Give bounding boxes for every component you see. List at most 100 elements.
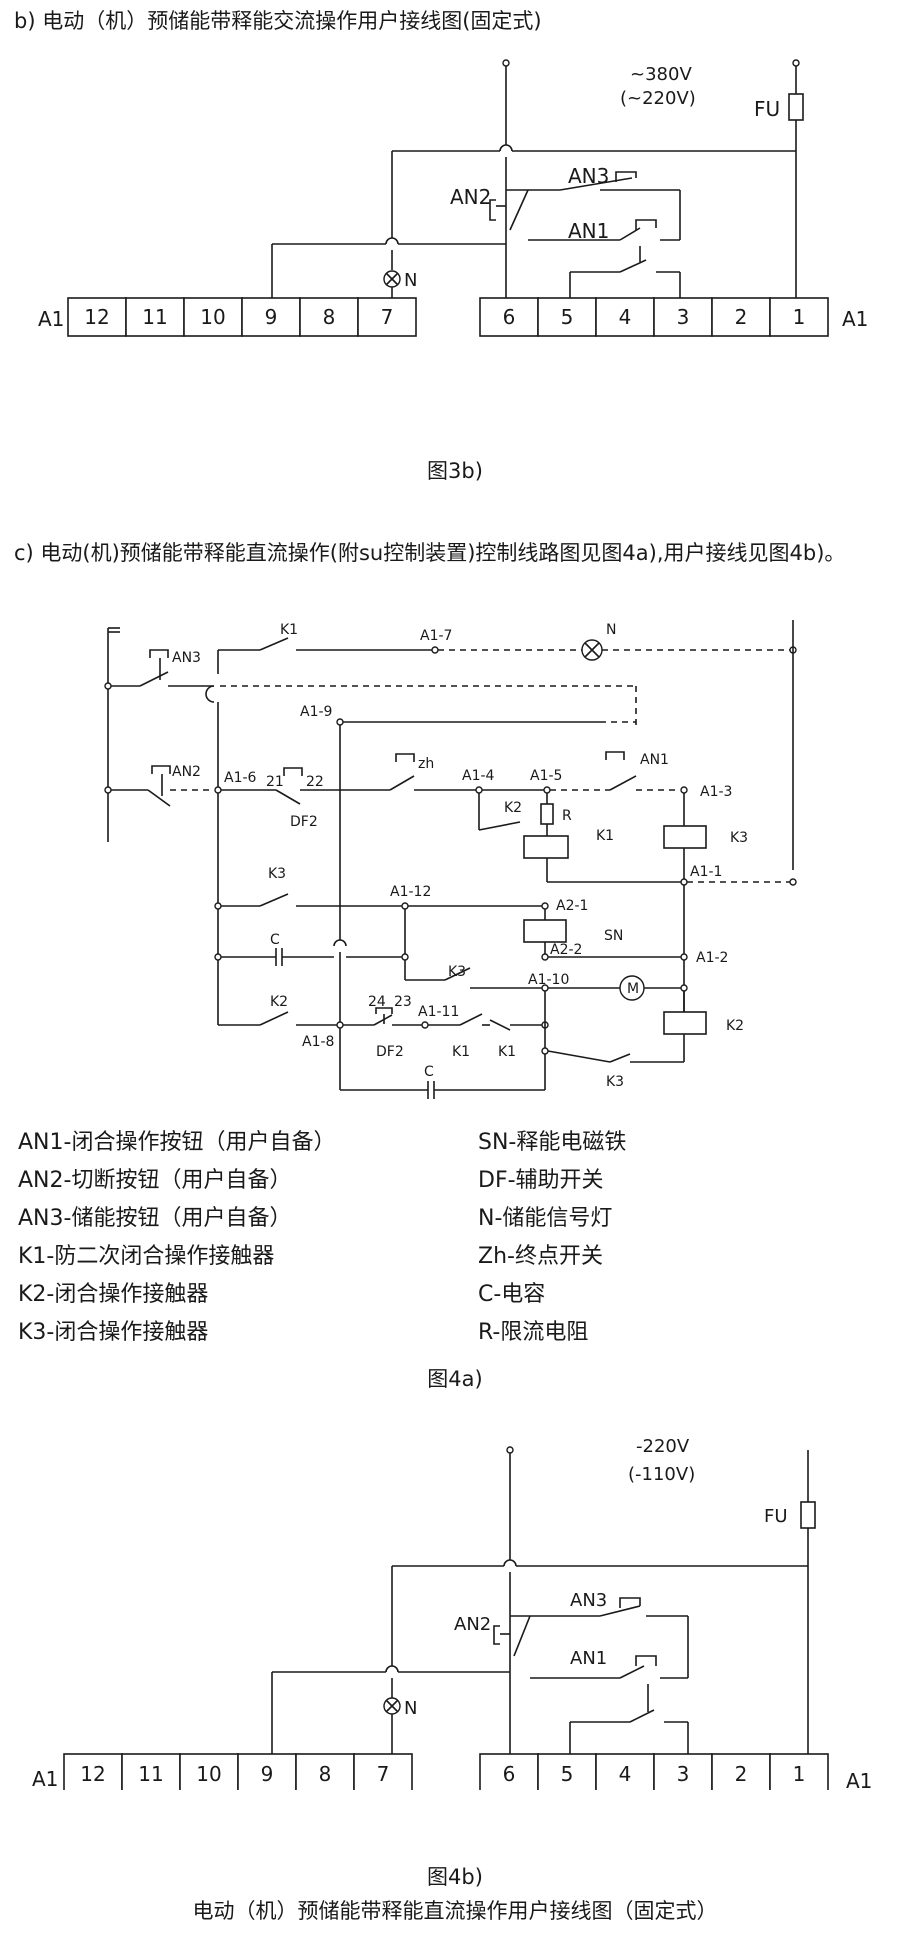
resistor-r bbox=[540, 803, 554, 825]
terminal-cell: 7 bbox=[377, 1762, 390, 1786]
voltage-label-alt: (-110V) bbox=[628, 1464, 695, 1485]
k3-contact-label: K3 bbox=[268, 866, 286, 882]
k1-coil-label: K1 bbox=[596, 828, 614, 844]
terminal-cell: 9 bbox=[265, 305, 278, 329]
legend-item: AN2-切断按钮（用户自备） bbox=[18, 1168, 292, 1193]
legend-item: C-电容 bbox=[478, 1282, 546, 1307]
k2-contact-row-label: K2 bbox=[270, 994, 288, 1010]
terminal-cell: 6 bbox=[503, 1762, 516, 1786]
an2-label: AN2 bbox=[450, 185, 491, 209]
k1-label: K1 bbox=[280, 622, 298, 638]
terminal-cell: 12 bbox=[84, 305, 109, 329]
a1-8-label: A1-8 bbox=[302, 1034, 334, 1050]
an3-label: AN3 bbox=[568, 164, 609, 188]
zh-label: zh bbox=[418, 756, 434, 772]
section-b-heading: b) 电动（机）预储能带释能交流操作用户接线图(固定式) bbox=[14, 9, 542, 33]
terminal-prefix: A1 bbox=[32, 1767, 58, 1790]
wiring-diagram-3b: ~380V (~220V) FU N AN2 AN3 AN1 A1 bbox=[38, 59, 868, 337]
terminal-block-left: 12 11 10 9 8 7 bbox=[67, 297, 417, 337]
legend-item: N-储能信号灯 bbox=[478, 1206, 613, 1231]
terminal-cell: 3 bbox=[677, 1762, 690, 1786]
terminal-cell: 4 bbox=[619, 1762, 632, 1786]
a1-7-label: A1-7 bbox=[420, 628, 452, 644]
fuse-fu bbox=[800, 1501, 816, 1529]
terminal-cell: 5 bbox=[561, 1762, 574, 1786]
terminal-cell: 8 bbox=[323, 305, 336, 329]
an3-label: AN3 bbox=[172, 650, 201, 666]
figure-3b-caption: 图3b) bbox=[427, 459, 483, 483]
k3-bottom-label: K3 bbox=[606, 1074, 624, 1090]
k2-coil-label: K2 bbox=[726, 1018, 744, 1034]
terminal-cell: 10 bbox=[196, 1762, 221, 1786]
an2-label: AN2 bbox=[172, 764, 201, 780]
terminal-cell: 7 bbox=[381, 305, 394, 329]
fuse-label: FU bbox=[764, 1506, 788, 1527]
terminal-point bbox=[502, 59, 510, 67]
lamp-label: N bbox=[606, 622, 616, 638]
motor-label: M bbox=[627, 981, 639, 997]
release-coil-sn bbox=[523, 919, 567, 943]
figure-4b-subcaption: 电动（机）预储能带释能直流操作用户接线图（固定式） bbox=[192, 1899, 718, 1923]
figure-4b-caption: 图4b) bbox=[427, 1865, 483, 1889]
df2-terminal-24: 24 bbox=[368, 994, 386, 1010]
terminal-cell: 11 bbox=[138, 1762, 163, 1786]
k3-coil-label: K3 bbox=[730, 830, 748, 846]
resistor-label: R bbox=[562, 808, 572, 824]
terminal-prefix: A1 bbox=[38, 307, 64, 331]
control-circuit-4a: AN3 K1 A1-7 N A1-9 AN2 A1-6 21 22 DF2 zh… bbox=[104, 620, 797, 1099]
an2-label: AN2 bbox=[454, 1614, 491, 1635]
legend-item: DF-辅助开关 bbox=[478, 1168, 604, 1193]
lamp-label: N bbox=[404, 270, 417, 291]
a1-4-label: A1-4 bbox=[462, 768, 495, 784]
terminal-block-right: 6 5 4 3 2 1 bbox=[479, 1753, 829, 1790]
legend-item: K1-防二次闭合操作接触器 bbox=[18, 1244, 275, 1269]
terminal-cell: 6 bbox=[503, 305, 516, 329]
terminal-suffix: A1 bbox=[846, 1769, 872, 1790]
terminal-point bbox=[506, 1446, 514, 1454]
terminal-cell: 8 bbox=[319, 1762, 332, 1786]
legend-item: K3-闭合操作接触器 bbox=[18, 1320, 209, 1345]
legend-item: SN-释能电磁铁 bbox=[478, 1130, 627, 1155]
terminal-cell: 1 bbox=[793, 305, 806, 329]
terminal-block-right: 6 5 4 3 2 1 bbox=[479, 297, 829, 337]
capacitor-label: C bbox=[270, 932, 280, 948]
legend-item: K2-闭合操作接触器 bbox=[18, 1282, 209, 1307]
an1-label: AN1 bbox=[568, 219, 609, 243]
terminal-cell: 12 bbox=[80, 1762, 105, 1786]
terminal-cell: 9 bbox=[261, 1762, 274, 1786]
voltage-label-alt: (~220V) bbox=[620, 88, 696, 109]
terminal-cell: 10 bbox=[200, 305, 225, 329]
a1-3-label: A1-3 bbox=[700, 784, 732, 800]
terminal-cell: 5 bbox=[561, 305, 574, 329]
voltage-label: -220V bbox=[636, 1436, 690, 1457]
voltage-label: ~380V bbox=[630, 64, 692, 85]
df2-label: DF2 bbox=[290, 814, 318, 830]
wiring-diagram-4b: -220V (-110V) FU N AN2 AN3 AN1 A1 bbox=[32, 1436, 872, 1790]
a1-9-label: A1-9 bbox=[300, 704, 332, 720]
k1-contact-a-label: K1 bbox=[452, 1044, 470, 1060]
lamp-label: N bbox=[404, 1698, 417, 1719]
legend-item: R-限流电阻 bbox=[478, 1320, 589, 1345]
an1-label: AN1 bbox=[570, 1648, 607, 1669]
a2-2-label: A2-2 bbox=[550, 942, 582, 958]
terminal-cell: 2 bbox=[735, 1762, 748, 1786]
df2-terminal-21: 21 bbox=[266, 774, 284, 790]
terminal-cell: 3 bbox=[677, 305, 690, 329]
terminal-cell: 2 bbox=[735, 305, 748, 329]
fuse-label: FU bbox=[754, 97, 780, 121]
section-c-heading: c) 电动(机)预储能带释能直流操作(附su控制装置)控制线路图见图4a),用户… bbox=[14, 541, 846, 565]
a2-1-label: A2-1 bbox=[556, 898, 588, 914]
k1-contact-b-label: K1 bbox=[498, 1044, 516, 1060]
a1-6-label: A1-6 bbox=[224, 770, 257, 786]
an3-label: AN3 bbox=[570, 1590, 607, 1611]
terminal-suffix: A1 bbox=[842, 307, 868, 331]
terminal-cell: 4 bbox=[619, 305, 632, 329]
legend-item: AN1-闭合操作按钮（用户自备） bbox=[18, 1130, 336, 1155]
a1-12-label: A1-12 bbox=[390, 884, 431, 900]
figure-4a-caption: 图4a) bbox=[427, 1367, 483, 1391]
a1-2-label: A1-2 bbox=[696, 950, 728, 966]
an1-label: AN1 bbox=[640, 752, 669, 768]
a1-1-label: A1-1 bbox=[690, 864, 722, 880]
legend-item: Zh-终点开关 bbox=[478, 1244, 603, 1269]
coil-k2 bbox=[663, 1011, 707, 1035]
